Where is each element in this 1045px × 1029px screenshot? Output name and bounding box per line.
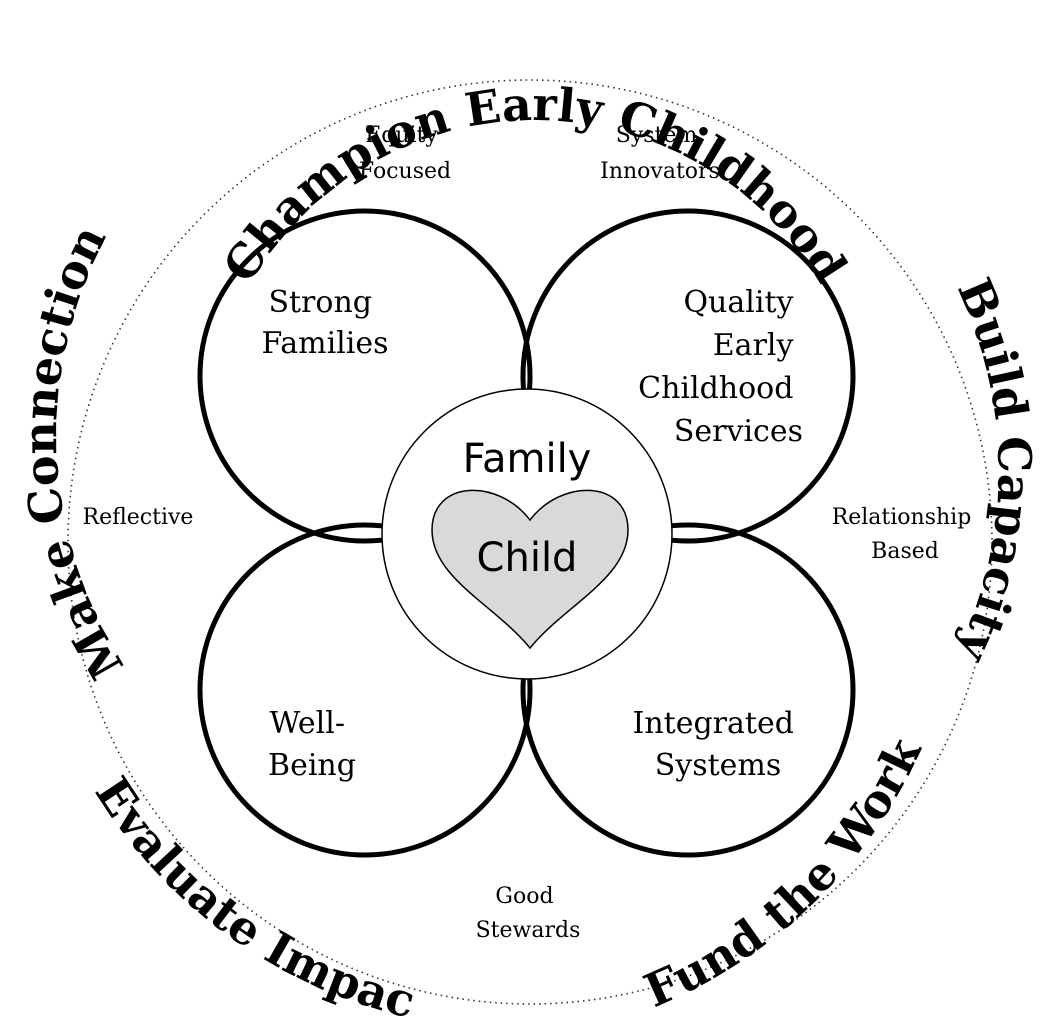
circle-strong-families — [197, 208, 533, 544]
value-reflective: Reflective — [83, 505, 194, 530]
label-integrated-systems: Integrated Systems — [633, 706, 804, 783]
value-good-stewards: Good Stewards — [476, 884, 581, 943]
label-family: Family — [463, 436, 592, 482]
label-well-being: Well- Being — [268, 706, 356, 783]
outer-dotted-ring — [67, 79, 993, 1005]
value-relationship-based: Relationship Based — [832, 505, 979, 564]
label-strong-families: Strong Families — [261, 285, 388, 361]
circle-well-being — [197, 522, 533, 858]
label-child: Child — [477, 535, 578, 581]
value-system-innovators: System Innovators — [600, 123, 720, 184]
circle-integrated-systems — [520, 522, 856, 858]
label-quality-services: Quality Early Childhood Services — [638, 285, 803, 449]
heart-icon — [431, 489, 629, 650]
value-equity-focused: Equity Focused — [359, 123, 451, 184]
ring-label-left: Make Connections — [0, 0, 134, 688]
ring-label-top: Champion Early Childhood — [212, 77, 857, 291]
ring-label-right: Build Capacity — [946, 270, 1041, 671]
circle-quality-services — [520, 208, 856, 544]
